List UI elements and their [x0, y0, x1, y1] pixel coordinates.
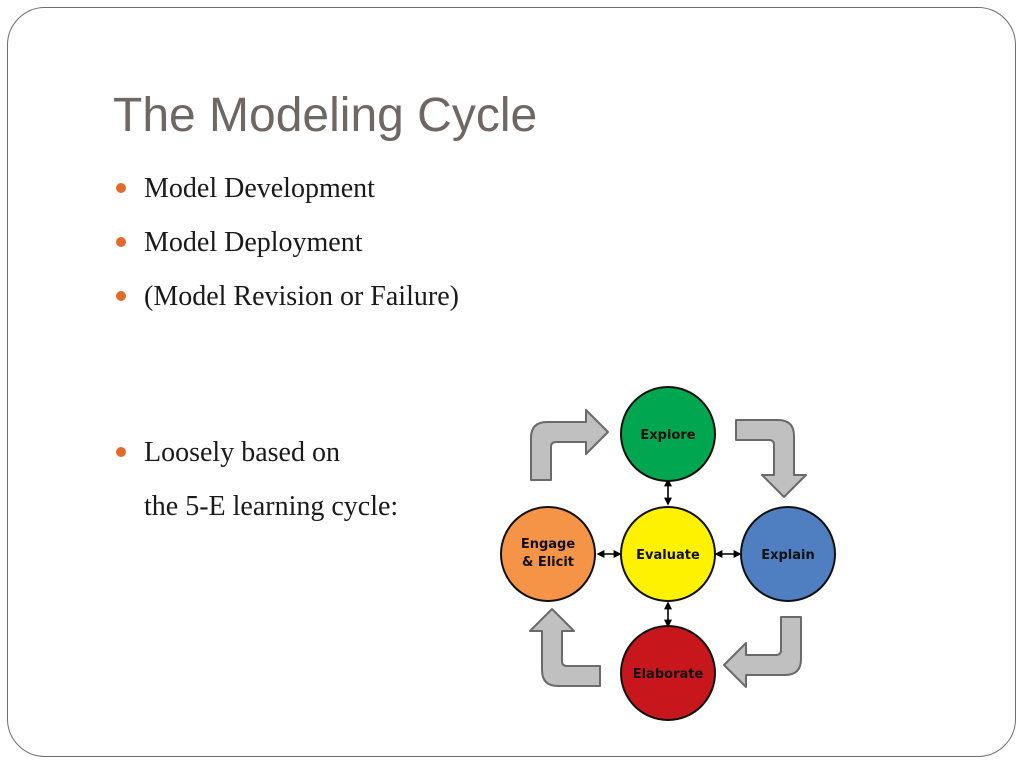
bullet-list: Model Development Model Deployment (Mode…	[114, 166, 459, 328]
stage-explore-circle	[620, 386, 716, 482]
stage-explore: Explore	[620, 386, 716, 482]
slide-frame	[7, 7, 1016, 757]
slide-title: The Modeling Cycle	[113, 89, 538, 142]
cycle-arrow-explore-to-explain	[735, 419, 807, 498]
stage-explain-circle	[740, 506, 836, 602]
stage-explore-label: Explore	[640, 428, 695, 443]
stage-explain: Explain	[740, 506, 836, 602]
bullet-dot	[116, 291, 126, 301]
stage-evaluate: Evaluate	[620, 506, 716, 602]
bullet-item: (Model Revision or Failure)	[114, 274, 459, 328]
stage-engage-label-line2: & Elicit	[522, 555, 574, 570]
stage-elaborate: Elaborate	[620, 625, 716, 721]
bullet-item: Model Development	[114, 166, 459, 220]
bullet-text: Loosely based on	[144, 437, 340, 468]
bullet-text: (Model Revision or Failure)	[144, 281, 459, 312]
cycle-arrow-explain-to-elaborate	[723, 616, 802, 688]
stage-elaborate-label: Elaborate	[633, 667, 704, 682]
bullet-dot	[116, 183, 126, 193]
bullet-item: Model Deployment	[114, 220, 459, 274]
bullet-dot	[116, 447, 126, 457]
bullet-text: Model Deployment	[144, 227, 363, 258]
cycle-arrow-elaborate-to-engage	[529, 608, 601, 687]
bullet-item: Loosely based on	[114, 430, 340, 484]
bullet-continuation-text: the 5-E learning cycle:	[144, 491, 399, 522]
bullet-dot	[116, 237, 126, 247]
stage-elaborate-circle	[620, 625, 716, 721]
stage-engage-label-line1: Engage	[521, 537, 576, 552]
bullet-text: Model Development	[144, 173, 375, 204]
cycle-arrow-engage-to-explore	[530, 409, 609, 481]
stage-engage-circle	[500, 506, 596, 602]
stage-explain-label: Explain	[761, 548, 815, 563]
stage-evaluate-label: Evaluate	[636, 548, 700, 563]
bullet-list-secondary: Loosely based on	[114, 430, 340, 484]
stage-evaluate-circle	[620, 506, 716, 602]
five-e-cycle-diagram: Explore Explain Elaborate Engage & Elici…	[500, 386, 836, 721]
stage-engage-elicit: Engage & Elicit	[500, 506, 596, 602]
